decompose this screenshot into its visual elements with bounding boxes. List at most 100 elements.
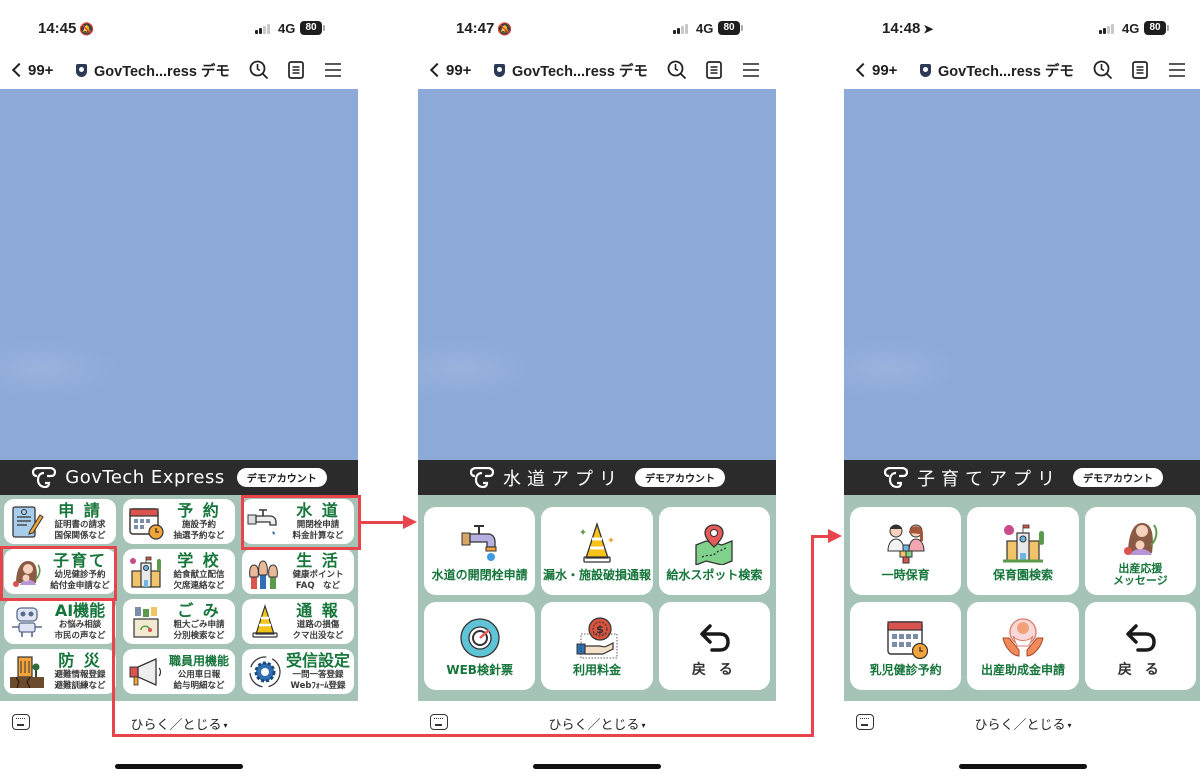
back-tile[interactable]: 戻 る <box>658 602 770 690</box>
tile-label: 保育園検索 <box>992 567 1053 582</box>
undo-arrow-icon <box>700 623 731 652</box>
hamburger-menu-icon[interactable] <box>322 59 344 81</box>
search-icon[interactable] <box>1092 59 1114 81</box>
shield-icon <box>920 64 931 77</box>
menu-tile-water[interactable]: 水 道開閉栓申請料金計算など <box>242 499 354 544</box>
menu-tile-ai[interactable]: AI機能お悩み相談市民の声など <box>4 599 116 644</box>
calendar-clock-icon <box>886 620 928 659</box>
chat-title: GovTech...ress デモ <box>920 60 1074 81</box>
shield-icon <box>494 64 505 77</box>
tile-water-spot-search[interactable]: 給水スポット検索 <box>658 507 770 595</box>
tile-birth-subsidy-application[interactable]: 出産助成金申請 <box>967 602 1079 690</box>
tile-nursery-search[interactable]: 保育園検索 <box>967 507 1079 595</box>
bell-slash-icon: 🔕 <box>497 22 513 36</box>
notes-icon[interactable] <box>285 59 307 81</box>
network-label: 4G <box>278 21 296 36</box>
phone-screen-water-app: 14:47🔕 4G 80 99+ GovTech...ress デモ 水道アプリ… <box>418 0 776 776</box>
keyboard-icon[interactable] <box>430 714 448 730</box>
chat-bottom-bar: ひらく／とじる▾ <box>844 708 1200 738</box>
document-pen-icon <box>12 505 44 538</box>
keyboard-icon[interactable] <box>12 714 30 730</box>
signal-icon <box>673 24 689 34</box>
rich-menu-content: GovTech Express デモアカウント 申 請証明書の請求国保関係など … <box>0 89 358 701</box>
back-tile[interactable]: 戻 る <box>1084 602 1196 690</box>
tile-web-meter-slip[interactable]: WEB検針票 <box>424 602 536 690</box>
tile-label: 乳児健診予約 <box>869 662 942 677</box>
shield-icon <box>76 64 87 77</box>
tile-leak-report[interactable]: 漏水・施設破損通報 <box>541 507 653 595</box>
back-button[interactable]: 99+ <box>10 59 53 81</box>
arrow-to-water-app <box>361 521 405 524</box>
gear-cycle-icon <box>249 655 281 688</box>
open-close-menu-toggle[interactable]: ひらく／とじる▾ <box>548 718 646 733</box>
menu-grid: 水道の開閉栓申請 漏水・施設破損通報 給水スポット検索 WEB検針票 $ 利用料… <box>418 495 776 701</box>
notes-icon[interactable] <box>703 59 725 81</box>
raised-hands-icon <box>249 559 278 589</box>
school-icon <box>130 556 161 588</box>
signal-icon <box>255 24 271 34</box>
demo-account-badge: デモアカウント <box>236 468 327 487</box>
menu-grid: 一時保育 保育園検索 出産応援メッセージ 乳児健診予約 出産助成金申請 <box>844 495 1200 701</box>
app-title: 子育てアプリ <box>917 468 1061 490</box>
arrow-line-stub <box>811 535 829 538</box>
chevron-left-icon <box>429 62 445 78</box>
app-header: GovTech Express デモアカウント <box>0 460 358 495</box>
menu-tile-application[interactable]: 申 請証明書の請求国保関係など <box>4 499 116 544</box>
status-time: 14:45🔕 <box>38 20 95 37</box>
traffic-cone-icon <box>579 521 614 563</box>
svg-text:$: $ <box>596 623 604 636</box>
mother-baby-icon <box>1124 523 1158 555</box>
tile-temporary-childcare[interactable]: 一時保育 <box>850 507 962 595</box>
hamburger-menu-icon[interactable] <box>740 59 762 81</box>
status-bar: 14:47🔕 4G 80 <box>418 18 776 42</box>
search-icon[interactable] <box>666 59 688 81</box>
app-title: 水道アプリ <box>503 468 623 490</box>
chat-bottom-bar: ひらく／とじる▾ <box>0 708 358 738</box>
chevron-left-icon <box>11 62 27 78</box>
meter-gauge-icon <box>460 617 500 658</box>
menu-tile-staff[interactable]: 職員用機能公用車日報給与明細など <box>123 649 235 694</box>
phone-screen-childcare-app: 14:48➤ 4G 80 99+ GovTech...ress デモ 子育てアプ… <box>844 0 1200 776</box>
open-close-menu-toggle[interactable]: ひらく／とじる▾ <box>130 718 228 733</box>
chat-title: GovTech...ress デモ <box>494 60 648 81</box>
tile-usage-fee[interactable]: $ 利用料金 <box>541 602 653 690</box>
menu-tile-reservation[interactable]: 予 約施設予約抽選予約など <box>123 499 235 544</box>
menu-tile-garbage[interactable]: ご み粗大ごみ申請分別検索など <box>123 599 235 644</box>
menu-tile-report[interactable]: 通 報道路の損傷クマ出没など <box>242 599 354 644</box>
menu-tile-childcare[interactable]: 子育て幼児健診予約給付金申請など <box>4 549 116 594</box>
keyboard-icon[interactable] <box>856 714 874 730</box>
rich-menu-content: 子育てアプリ デモアカウント 一時保育 保育園検索 出産応援メッセージ <box>844 89 1200 701</box>
home-indicator <box>959 764 1087 769</box>
unread-count: 99+ <box>446 61 472 79</box>
search-icon[interactable] <box>248 59 270 81</box>
network-label: 4G <box>1122 21 1140 36</box>
open-close-menu-toggle[interactable]: ひらく／とじる▾ <box>974 718 1072 733</box>
tile-label: 出産助成金申請 <box>980 662 1065 677</box>
notes-icon[interactable] <box>1129 59 1151 81</box>
tile-birth-support-message[interactable]: 出産応援メッセージ <box>1084 507 1196 595</box>
tile-infant-checkup-reservation[interactable]: 乳児健診予約 <box>850 602 962 690</box>
back-button[interactable]: 99+ <box>428 59 471 81</box>
tile-water-open-close[interactable]: 水道の開閉栓申請 <box>424 507 536 595</box>
rich-menu-content: 水道アプリ デモアカウント 水道の開閉栓申請 漏水・施設破損通報 給水スポット検… <box>418 89 776 701</box>
hamburger-menu-icon[interactable] <box>1166 59 1188 81</box>
chat-background <box>418 89 776 460</box>
school-icon <box>1002 524 1044 562</box>
chat-nav-bar: 99+ GovTech...ress デモ <box>844 55 1200 85</box>
app-title: GovTech Express <box>65 467 225 488</box>
chat-background <box>0 89 358 460</box>
battery-icon: 80 <box>1144 21 1169 35</box>
demo-account-badge: デモアカウント <box>1073 468 1163 487</box>
back-button[interactable]: 99+ <box>854 59 897 81</box>
tile-label: 水道の開閉栓申請 <box>431 567 528 582</box>
faucet-icon <box>461 524 497 561</box>
menu-tile-disaster[interactable]: 防 災避難情報登録避難訓練など <box>4 649 116 694</box>
battery-icon: 80 <box>718 21 743 35</box>
mother-baby-icon <box>13 560 41 587</box>
menu-tile-school[interactable]: 学 校給食献立配信欠席連絡など <box>123 549 235 594</box>
govtech-logo-icon <box>469 466 495 488</box>
kids-playing-icon <box>887 524 925 563</box>
network-label: 4G <box>696 21 714 36</box>
